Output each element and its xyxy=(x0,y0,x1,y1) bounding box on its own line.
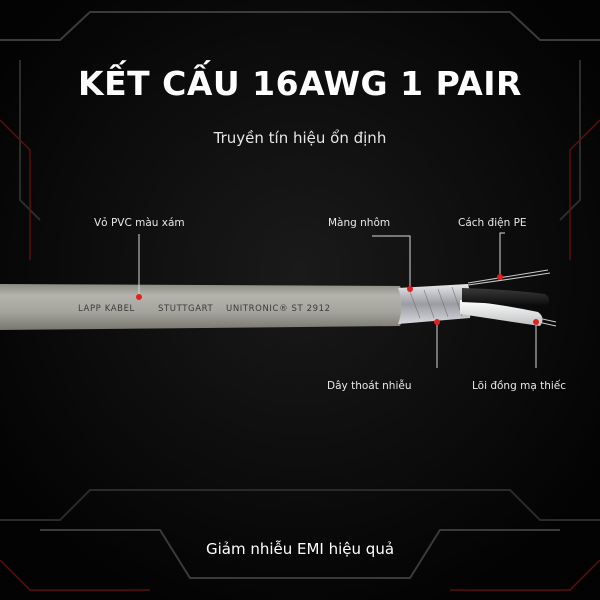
page-title: KẾT CẤU 16AWG 1 PAIR xyxy=(78,64,522,103)
pvc-jacket xyxy=(0,284,404,330)
callout-label-pe-insulation: Cách điện PE xyxy=(458,217,527,229)
marker-foil xyxy=(407,286,413,292)
page-subtitle: Truyền tín hiệu ổn định xyxy=(213,129,387,147)
callout-label-foil-shield: Màng nhôm xyxy=(328,217,391,229)
marker-core xyxy=(533,319,539,325)
black-core xyxy=(462,288,550,306)
callout-line-pe xyxy=(499,232,505,276)
marker-drain xyxy=(434,319,440,325)
white-core xyxy=(460,300,543,326)
callout-label-outer-jacket: Vỏ PVC màu xám xyxy=(94,217,185,229)
cable-print-2: STUTTGART xyxy=(158,304,214,314)
footer-tagline: Giảm nhiễu EMI hiệu quả xyxy=(205,540,395,558)
callout-label-drain-wire: Dây thoát nhiễu xyxy=(327,380,412,392)
callout-label-tinned-core: Lõi đồng mạ thiếc xyxy=(472,380,567,392)
cable-print-3: UNITRONIC® ST 2912 xyxy=(226,304,331,314)
foil-shield xyxy=(398,284,472,324)
marker-pe xyxy=(497,274,503,280)
cable-print-1: LAPP KABEL xyxy=(78,304,135,314)
callout-line-foil xyxy=(372,235,411,288)
marker-jacket xyxy=(136,294,142,300)
